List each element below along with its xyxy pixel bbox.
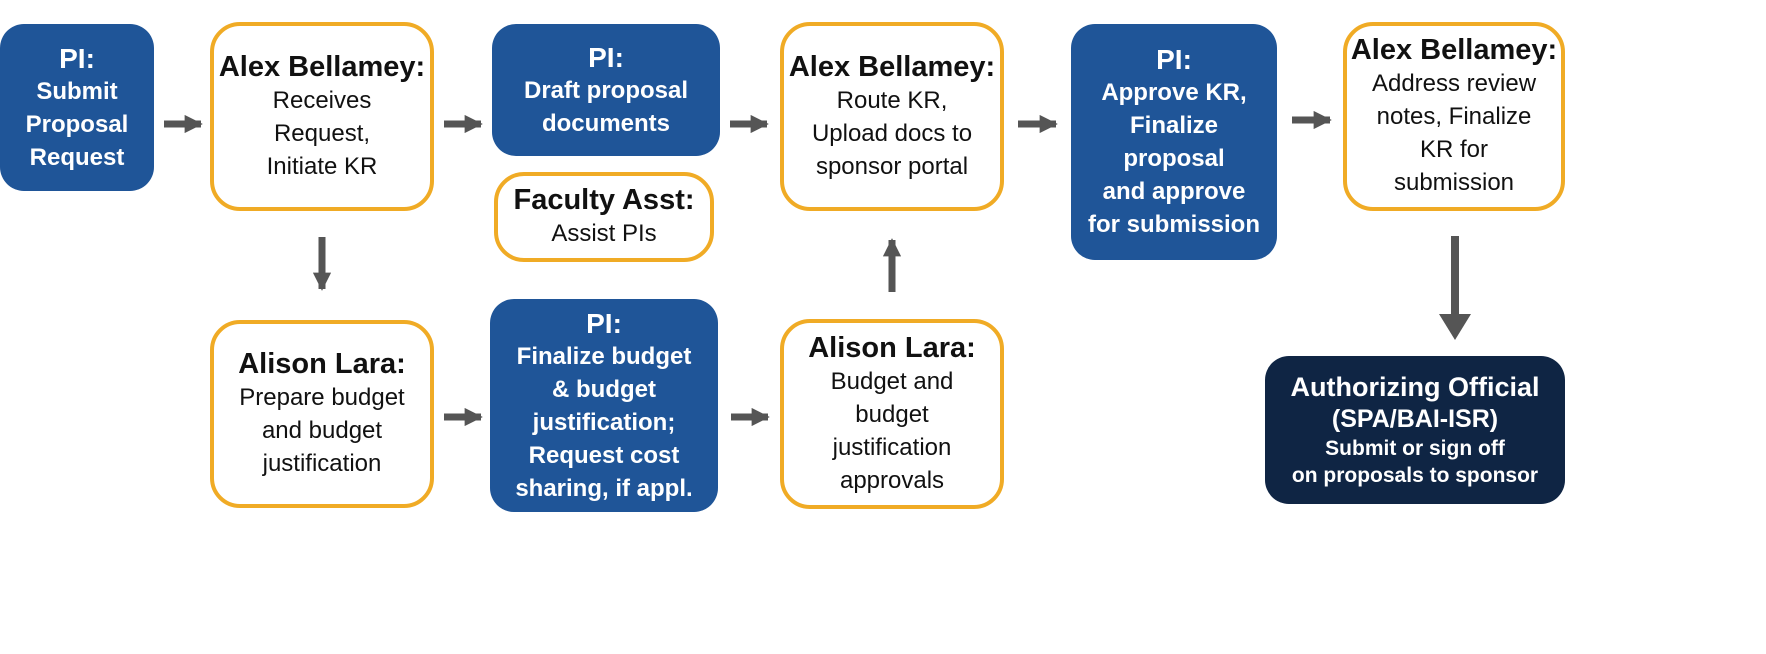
task-line: Request, — [273, 119, 371, 147]
task-line: justification; — [532, 408, 676, 436]
role-label: Authorizing Official — [1290, 372, 1540, 402]
task-line: Receives — [272, 86, 372, 114]
step-alex-address: Alex Bellamey: Address review notes, Fin… — [1343, 22, 1565, 211]
task-line: approvals — [839, 466, 945, 494]
task-line: Route KR, — [836, 86, 948, 114]
task-line: & budget — [552, 375, 656, 403]
step-authorizing-official: Authorizing Official (SPA/BAI-ISR) Submi… — [1265, 356, 1565, 504]
step-pi-submit: PI: Submit Proposal Request — [0, 24, 154, 191]
task-line: and approve — [1102, 178, 1246, 205]
task-line: Address review — [1371, 70, 1537, 97]
task-line: Finalize budget — [516, 342, 692, 370]
role-sublabel: (SPA/BAI-ISR) — [1331, 405, 1499, 433]
task-line: justification — [832, 433, 952, 461]
step-alex-route: Alex Bellamey: Route KR, Upload docs to … — [780, 22, 1004, 211]
task-line: Upload docs to — [811, 119, 973, 147]
step-alex-receive: Alex Bellamey: Receives Request, Initiat… — [210, 22, 434, 211]
task-line: sponsor portal — [815, 152, 969, 180]
task-line: Finalize — [1129, 112, 1219, 139]
step-pi-draft: PI: Draft proposal documents — [492, 24, 720, 156]
task-line: proposal — [1123, 145, 1225, 172]
role-label: Alison Lara: — [808, 331, 976, 364]
step-pi-finalize-budget: PI: Finalize budget & budget justificati… — [490, 299, 718, 512]
step-alison-prepare: Alison Lara: Prepare budget and budget j… — [210, 320, 434, 508]
task-line: Assist PIs — [551, 220, 657, 247]
role-label: PI: — [586, 307, 622, 339]
task-line: Draft proposal — [523, 76, 688, 104]
task-line: Submit or sign off — [1325, 437, 1505, 460]
role-label: Alex Bellamey: — [1350, 34, 1558, 66]
task-line: Request — [29, 143, 125, 171]
task-line: Request cost — [528, 441, 680, 469]
task-line: justification — [262, 450, 382, 477]
task-line: Initiate KR — [266, 152, 378, 180]
task-line: documents — [541, 109, 670, 137]
task-line: submission — [1393, 169, 1515, 196]
step-faculty-asst: Faculty Asst: Assist PIs — [494, 172, 714, 262]
task-line: Prepare budget — [239, 384, 405, 411]
role-label: Alex Bellamey: — [218, 50, 426, 83]
task-line: Submit — [36, 77, 118, 105]
step-alison-approvals: Alison Lara: Budget and budget justifica… — [780, 319, 1004, 509]
task-line: for submission — [1087, 211, 1261, 238]
task-line: sharing, if appl. — [515, 474, 693, 502]
task-line: on proposals to sponsor — [1291, 464, 1539, 487]
step-pi-approve: PI: Approve KR, Finalize proposal and ap… — [1071, 24, 1277, 260]
role-label: PI: — [1156, 44, 1192, 75]
role-label: Faculty Asst: — [513, 184, 695, 216]
task-line: Proposal — [25, 110, 129, 138]
role-label: Alex Bellamey: — [788, 50, 996, 83]
arrow-address-to-authorizing — [1439, 236, 1471, 340]
role-label: PI: — [59, 42, 95, 74]
task-line: notes, Finalize — [1376, 103, 1532, 130]
task-line: Approve KR, — [1101, 79, 1247, 106]
task-line: KR for — [1419, 136, 1488, 163]
task-line: budget — [855, 400, 929, 428]
task-line: Budget and — [830, 367, 954, 395]
task-line: and budget — [261, 417, 383, 444]
role-label: PI: — [588, 41, 624, 73]
role-label: Alison Lara: — [238, 348, 406, 380]
